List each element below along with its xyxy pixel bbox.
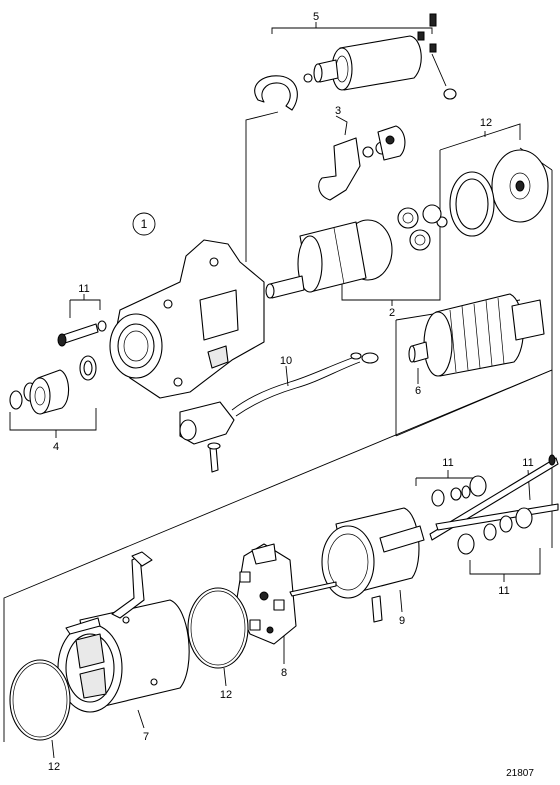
callout-10: 10 — [280, 355, 292, 367]
callout-8: 8 — [281, 667, 287, 679]
callout-12-mid: 12 — [220, 689, 232, 701]
callout-12-top: 12 — [480, 117, 492, 129]
pinion-gear-part — [9, 355, 97, 415]
o-ring-part — [187, 587, 249, 669]
fork-lever-part — [318, 125, 406, 201]
drive-shaft-part — [265, 219, 393, 299]
callout-11-right: 11 — [522, 457, 533, 469]
view-marker-circle — [132, 212, 156, 236]
armature-part — [408, 293, 545, 377]
brush-holder-part — [235, 543, 337, 645]
callout-11-upper-left: 11 — [78, 283, 89, 295]
callout-6: 6 — [415, 385, 421, 397]
end-cap-part — [321, 507, 425, 623]
cable-harness-part — [179, 352, 379, 473]
callout-11-lower: 11 — [498, 585, 509, 597]
callout-4: 4 — [53, 441, 59, 453]
callout-9: 9 — [399, 615, 405, 627]
planet-gear-plate-part — [397, 149, 549, 251]
callout-3: 3 — [335, 105, 341, 117]
callout-12-bottom: 12 — [48, 761, 60, 773]
solenoid-part — [254, 13, 457, 111]
o-ring-bottom-part — [9, 659, 71, 741]
callout-11-mid: 11 — [442, 457, 453, 469]
callout-7: 7 — [143, 731, 149, 743]
drive-housing-part — [109, 239, 265, 399]
view-marker: 1 — [141, 217, 148, 231]
callout-5: 5 — [313, 11, 319, 23]
field-housing-part — [57, 551, 190, 713]
callout-labels: 1 5 3 12 11 10 2 6 4 11 11 11 9 8 12 7 1… — [48, 11, 534, 779]
reference-number: 21807 — [506, 768, 534, 779]
washer-set-part — [431, 475, 533, 555]
callout-2: 2 — [389, 307, 395, 319]
bolt-part — [57, 320, 107, 347]
